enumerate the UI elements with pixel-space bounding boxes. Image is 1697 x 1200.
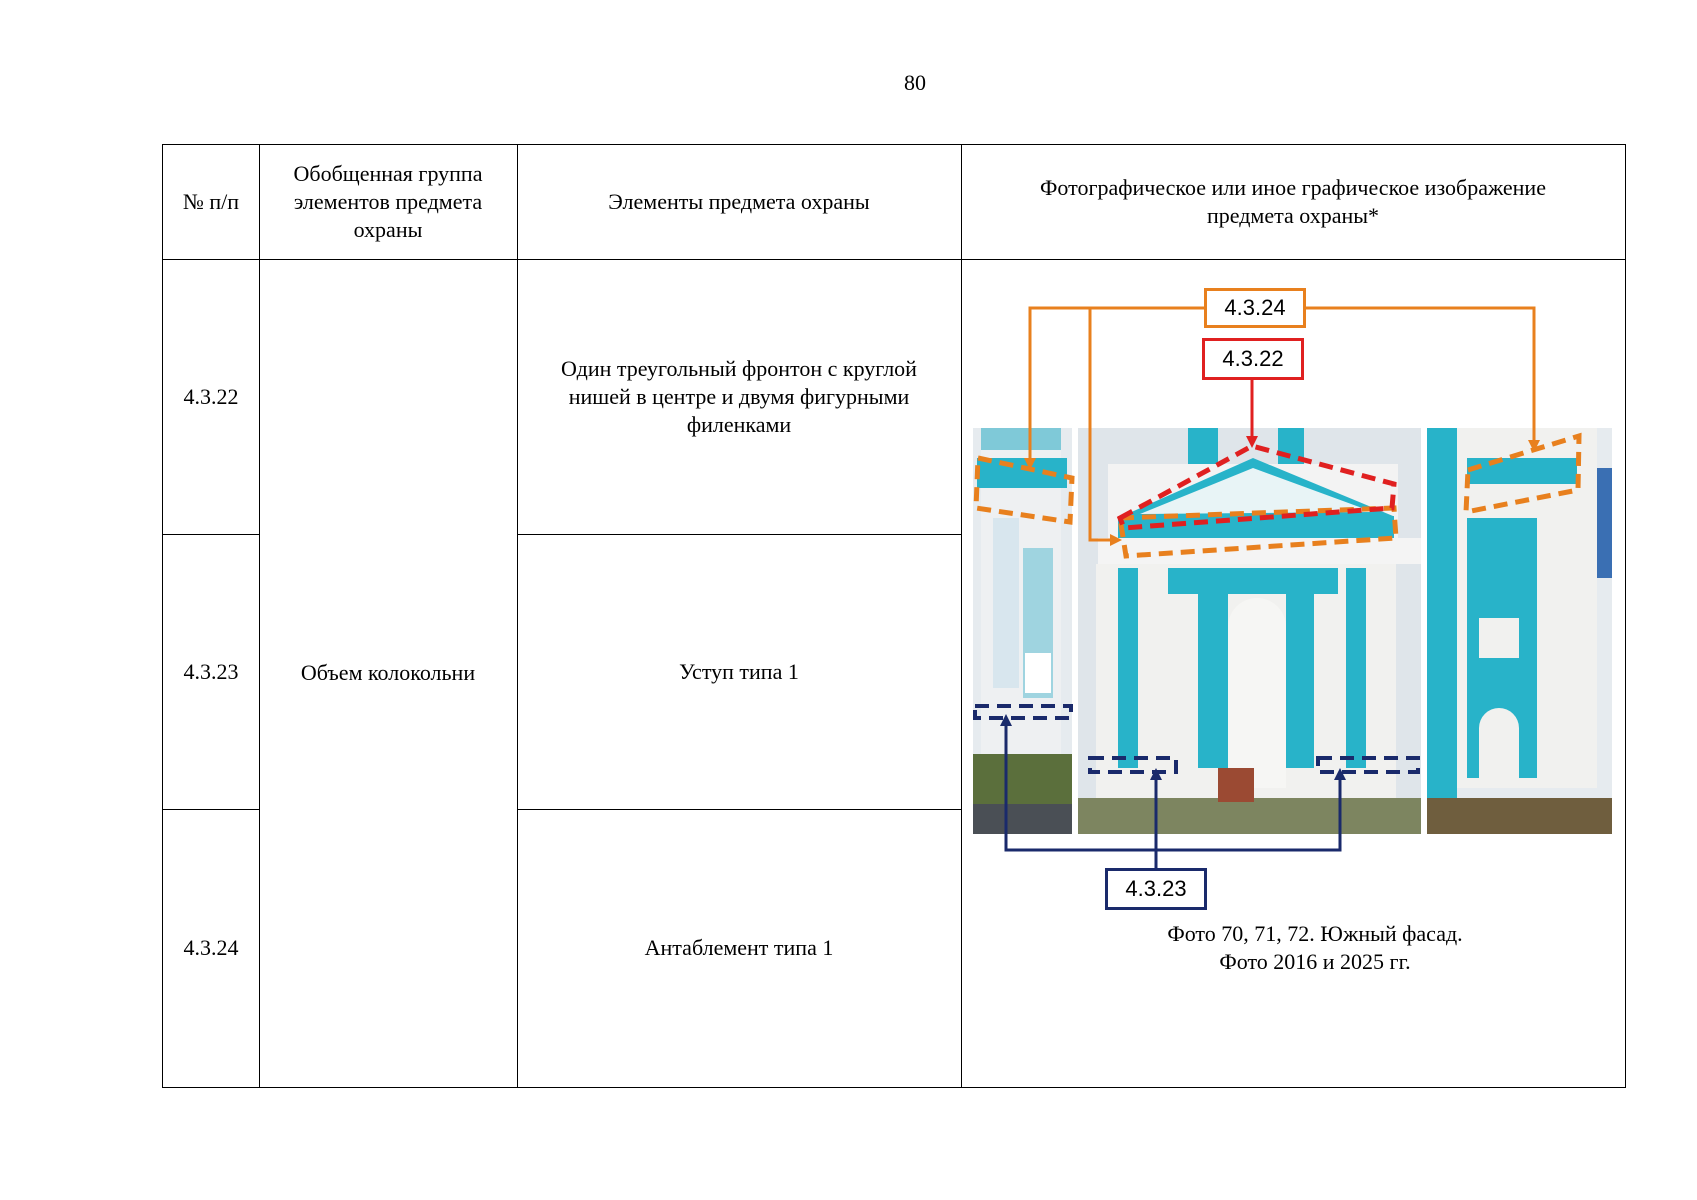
pediment-drawing	[1098, 458, 1421, 564]
caption-line-1: Фото 70, 71, 72. Южный фасад.	[1167, 921, 1463, 946]
header-group: Обобщенная группа элементов предмета охр…	[293, 161, 483, 242]
row-element: Уступ типа 1	[679, 658, 799, 684]
header-divider	[163, 259, 1625, 260]
navy-dashed-outline	[1316, 756, 1420, 774]
red-dashed-outline	[1116, 443, 1397, 531]
orange-dashed-outline	[1463, 432, 1582, 516]
navy-dashed-outline	[1088, 756, 1178, 774]
row-divider	[517, 534, 961, 535]
group-cell: Объем колокольни	[300, 660, 476, 685]
header-num: № п/п	[182, 189, 240, 214]
row-num: 4.3.24	[183, 935, 239, 960]
row-divider	[517, 809, 961, 810]
page-number: 80	[904, 70, 926, 95]
col-divider	[259, 145, 260, 1087]
row-num: 4.3.22	[183, 383, 239, 409]
row-element: Один треугольный фронтон с круглой нишей…	[561, 355, 917, 437]
navy-dashed-outline	[973, 704, 1073, 720]
orange-leader-lines	[1028, 306, 1536, 542]
label-4-3-24: 4.3.24	[1204, 288, 1306, 328]
navy-leader-lines	[1004, 722, 1342, 870]
col-divider	[961, 145, 962, 1087]
header-elements: Элементы предмета охраны	[608, 189, 870, 214]
red-arrowhead	[1246, 436, 1258, 448]
row-element: Антаблемент типа 1	[644, 935, 834, 960]
navy-arrowheads	[1000, 714, 1346, 780]
photo-middle	[1078, 428, 1421, 834]
orange-dashed-outline	[973, 454, 1075, 525]
orange-dashed-outline	[1117, 505, 1399, 559]
protection-table: № п/п Обобщенная группа элементов предме…	[162, 144, 1626, 1088]
photo-caption: Фото 70, 71, 72. Южный фасад. Фото 2016 …	[1040, 920, 1590, 976]
row-divider	[163, 809, 259, 810]
header-image: Фотографическое или иное графическое изо…	[1040, 175, 1546, 228]
label-4-3-23: 4.3.23	[1105, 868, 1207, 910]
photo-right	[1427, 428, 1612, 834]
col-divider	[517, 145, 518, 1087]
photo-left	[973, 428, 1072, 834]
caption-line-2: Фото 2016 и 2025 гг.	[1219, 949, 1411, 974]
orange-arrowheads	[1024, 440, 1540, 546]
label-4-3-22: 4.3.22	[1202, 338, 1304, 380]
row-num: 4.3.23	[183, 658, 239, 684]
row-divider	[163, 534, 259, 535]
